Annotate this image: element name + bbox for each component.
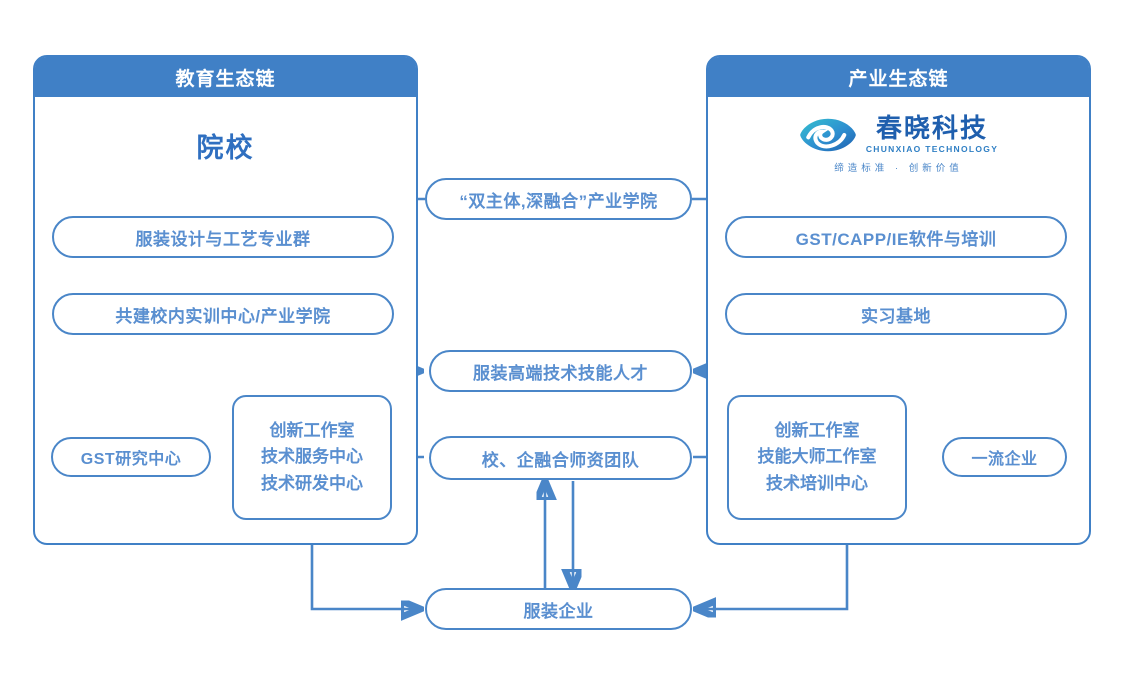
- logo-english-name: CHUNXIAO TECHNOLOGY: [865, 144, 999, 154]
- node-major-group-label: 服装设计与工艺专业群: [135, 229, 311, 249]
- node-practice-base-label: 实习基地: [861, 306, 931, 326]
- chunxiao-logo: 春晓科技 CHUNXIAO TECHNOLOGY 缔造标准 · 创新价值: [706, 115, 1091, 174]
- node-apparel-enterprise[interactable]: 服装企业: [425, 588, 692, 630]
- node-top-enterprise-label: 一流企业: [971, 451, 1038, 468]
- node-talent[interactable]: 服装高端技术技能人才: [429, 350, 692, 392]
- node-faculty-team-label: 校、企融合师资团队: [481, 450, 640, 470]
- left-studio-line-2: 技术服务中心: [261, 447, 363, 467]
- left-studio-line-1: 创新工作室: [269, 420, 355, 440]
- node-industry-college-label: “双主体,深融合”产业学院: [459, 191, 658, 211]
- node-practice-base[interactable]: 实习基地: [725, 293, 1067, 335]
- node-talent-label: 服装高端技术技能人才: [473, 363, 648, 383]
- left-studio-line-3: 技术研发中心: [261, 473, 363, 493]
- node-faculty-team[interactable]: 校、企融合师资团队: [429, 436, 692, 480]
- node-top-enterprise[interactable]: 一流企业: [942, 437, 1067, 477]
- node-training-center[interactable]: 共建校内实训中心/产业学院: [52, 293, 394, 335]
- node-apparel-enterprise-label: 服装企业: [523, 601, 594, 621]
- right-studio-line-2: 技能大师工作室: [757, 447, 877, 467]
- node-gst-research-center-label: GST研究中心: [80, 451, 182, 468]
- industry-chain-header: 产业生态链: [708, 57, 1089, 97]
- chunxiao-eye-swirl-icon: [799, 118, 856, 151]
- node-gst-research-center[interactable]: GST研究中心: [51, 437, 211, 477]
- node-training-center-label: 共建校内实训中心/产业学院: [115, 306, 331, 326]
- node-software-training[interactable]: GST/CAPP/IE软件与培训: [725, 216, 1067, 258]
- school-section-title: 院校: [196, 133, 255, 163]
- logo-chinese-name: 春晓科技: [875, 113, 988, 143]
- education-chain-header: 教育生态链: [35, 57, 416, 97]
- right-studio-line-1: 创新工作室: [774, 420, 860, 440]
- node-right-studio-box[interactable]: 创新工作室 技能大师工作室 技术培训中心: [727, 395, 907, 520]
- logo-slogan: 缔造标准 · 创新价值: [834, 163, 963, 174]
- node-industry-college[interactable]: “双主体,深融合”产业学院: [425, 178, 692, 220]
- right-studio-line-3: 技术培训中心: [766, 473, 868, 493]
- node-major-group[interactable]: 服装设计与工艺专业群: [52, 216, 394, 258]
- node-left-studio-box[interactable]: 创新工作室 技术服务中心 技术研发中心: [232, 395, 392, 520]
- node-software-training-label: GST/CAPP/IE软件与培训: [795, 229, 997, 249]
